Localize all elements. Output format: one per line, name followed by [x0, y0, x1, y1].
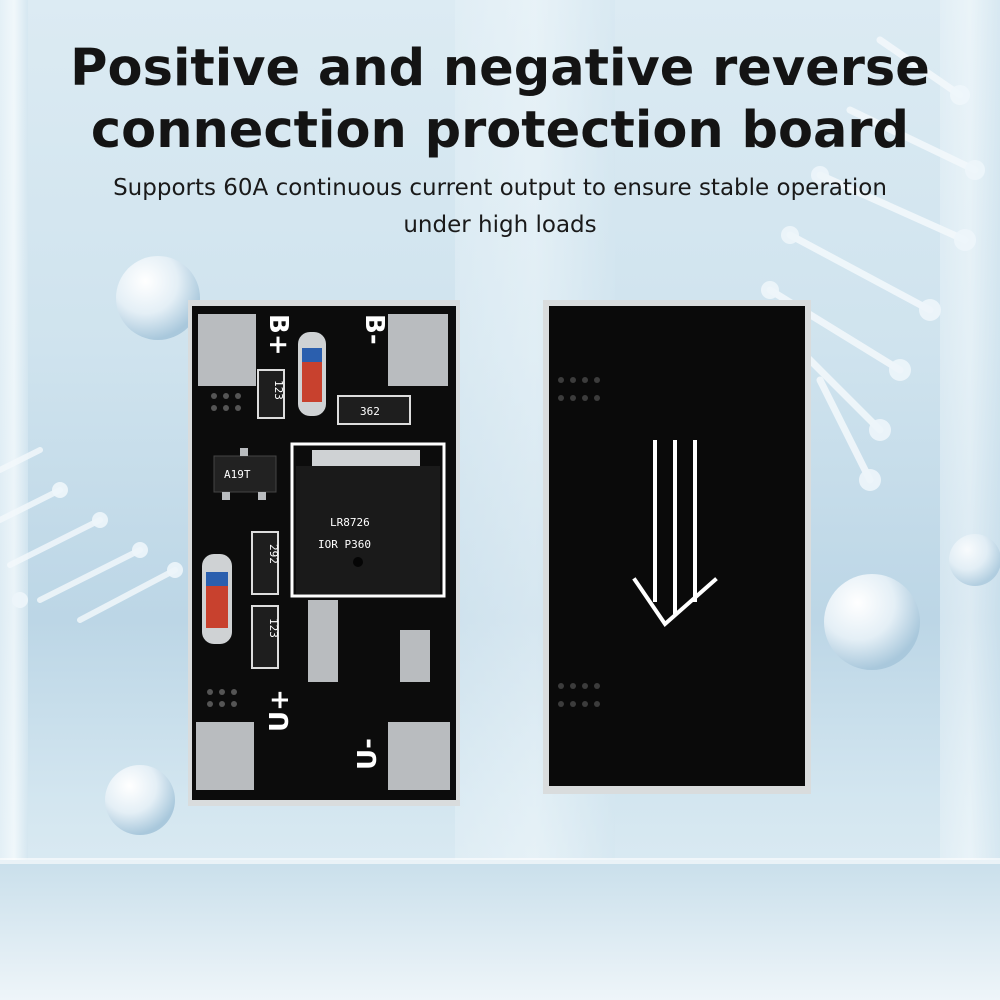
dna-helix-left-dots — [12, 482, 183, 608]
pcb-back — [543, 300, 811, 794]
mosfet-marking-1: LR8726 — [330, 516, 370, 529]
back-vias — [558, 377, 600, 707]
title-line-1: Positive and negative reverse — [70, 39, 930, 98]
pad-b-minus — [388, 314, 448, 386]
mosfet-marking-2: IOR P360 — [318, 538, 371, 551]
diode-left — [202, 554, 232, 644]
floor-edge — [0, 858, 1000, 864]
page-subtitle: Supports 60A continuous current output t… — [60, 170, 940, 244]
diode-top — [298, 332, 326, 416]
sphere-top-left — [116, 256, 200, 340]
right-pillar — [940, 0, 1000, 860]
resistor-mid: 292 — [251, 531, 280, 595]
svg-text:123: 123 — [267, 618, 280, 638]
double-arrow-down-icon — [632, 440, 718, 627]
pad-b-plus — [198, 314, 256, 386]
label-u-plus: U+ — [265, 689, 295, 732]
vias — [207, 393, 241, 707]
sphere-bottom-left — [105, 765, 175, 835]
subtitle-line-1: Supports 60A continuous current output t… — [113, 175, 887, 201]
label-b-minus: B- — [359, 314, 389, 345]
resistor-smd: 362 — [337, 395, 411, 425]
left-pillar — [0, 0, 28, 880]
resistor-bottom: 123 — [251, 605, 280, 669]
svg-text:362: 362 — [360, 405, 380, 418]
dna-helix-left — [0, 447, 178, 623]
pad-u-minus — [388, 722, 450, 790]
mosfet: LR8726 IOR P360 — [290, 442, 446, 682]
dna-helix-right-dots — [761, 85, 985, 491]
title-line-2: connection protection board — [90, 101, 910, 160]
svg-text:123: 123 — [272, 380, 285, 400]
svg-text:292: 292 — [267, 544, 280, 564]
pad-u-plus — [196, 722, 254, 790]
ic-small: A19T — [213, 448, 277, 500]
resistor-top: 123 — [257, 369, 285, 419]
page-title: Positive and negative reverse connection… — [0, 38, 1000, 162]
pcb-front: B+ B- U+ U- 123 362 292 123 A19T — [188, 300, 460, 806]
svg-text:A19T: A19T — [224, 468, 251, 481]
label-b-plus: B+ — [263, 314, 293, 356]
sphere-far-right — [949, 534, 1000, 586]
label-u-minus: U- — [353, 738, 383, 770]
subtitle-line-2: under high loads — [403, 212, 597, 238]
sphere-mid-right — [824, 574, 920, 670]
floor — [0, 860, 1000, 1000]
